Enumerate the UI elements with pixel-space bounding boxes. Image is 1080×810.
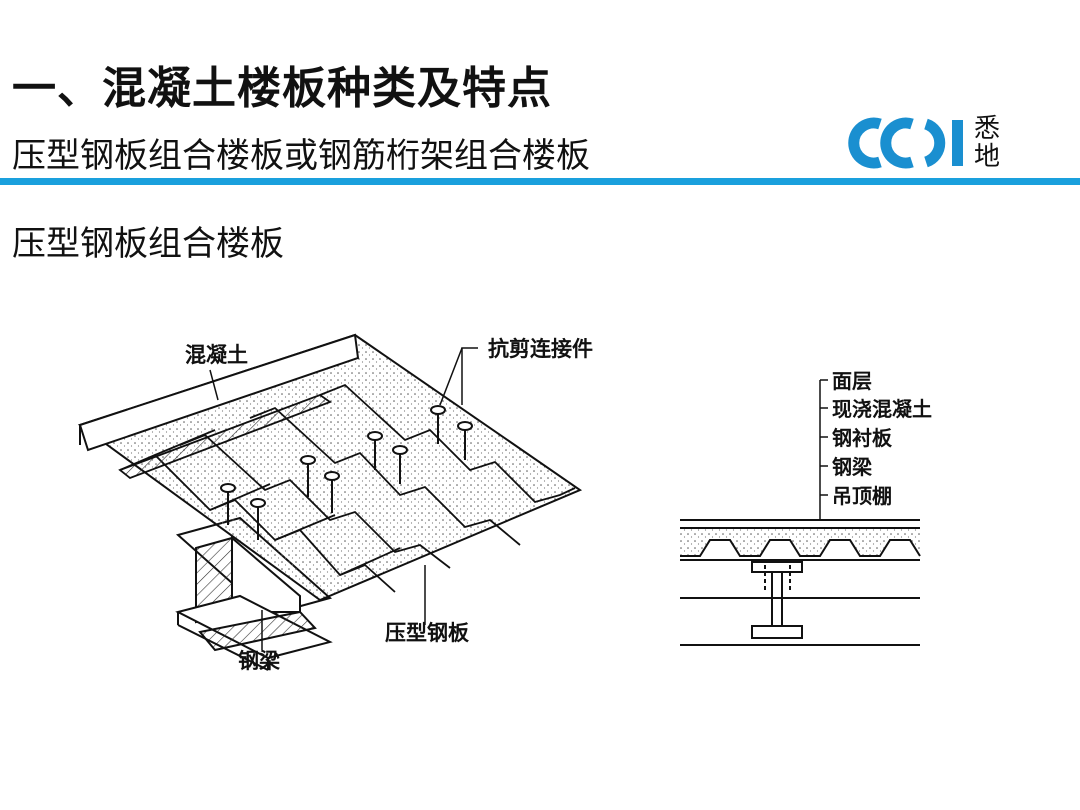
label-beam: 钢梁	[238, 649, 281, 673]
section-label-1: 面层	[832, 369, 872, 393]
page-title: 一、混凝土楼板种类及特点	[12, 63, 552, 114]
page-subtitle: 压型钢板组合楼板或钢筋桁架组合楼板	[12, 136, 590, 176]
label-concrete: 混凝土	[185, 343, 248, 367]
section-label-2: 现浇混凝土	[832, 397, 932, 421]
steel-beam	[175, 516, 333, 671]
company-logo: 悉 地	[846, 112, 1026, 174]
shear-stud	[324, 471, 340, 513]
header-divider	[0, 178, 1080, 185]
shear-stud	[220, 483, 236, 525]
shear-stud	[367, 431, 383, 470]
section-label-4: 钢梁	[832, 455, 873, 479]
shear-stud	[250, 498, 266, 540]
shear-connectors	[220, 405, 473, 540]
logo-text-line1: 悉	[974, 114, 1001, 144]
isometric-composite-slab	[77, 333, 583, 671]
logo-text-line2: 地	[974, 142, 1001, 172]
label-shear-connector: 抗剪连接件	[488, 337, 593, 361]
shear-stud	[457, 421, 473, 460]
section-heading: 压型钢板组合楼板	[12, 224, 284, 264]
shear-stud	[392, 445, 408, 484]
label-deck: 压型钢板	[385, 621, 470, 645]
leader-lines	[209, 347, 478, 650]
section-view	[680, 379, 921, 646]
shear-stud	[300, 455, 316, 497]
section-label-5: 吊顶棚	[832, 484, 892, 508]
section-label-3: 钢衬板	[832, 426, 893, 450]
shear-stud	[430, 405, 446, 444]
profiled-steel-deck	[118, 383, 576, 593]
logo-mark-icon	[848, 117, 963, 169]
